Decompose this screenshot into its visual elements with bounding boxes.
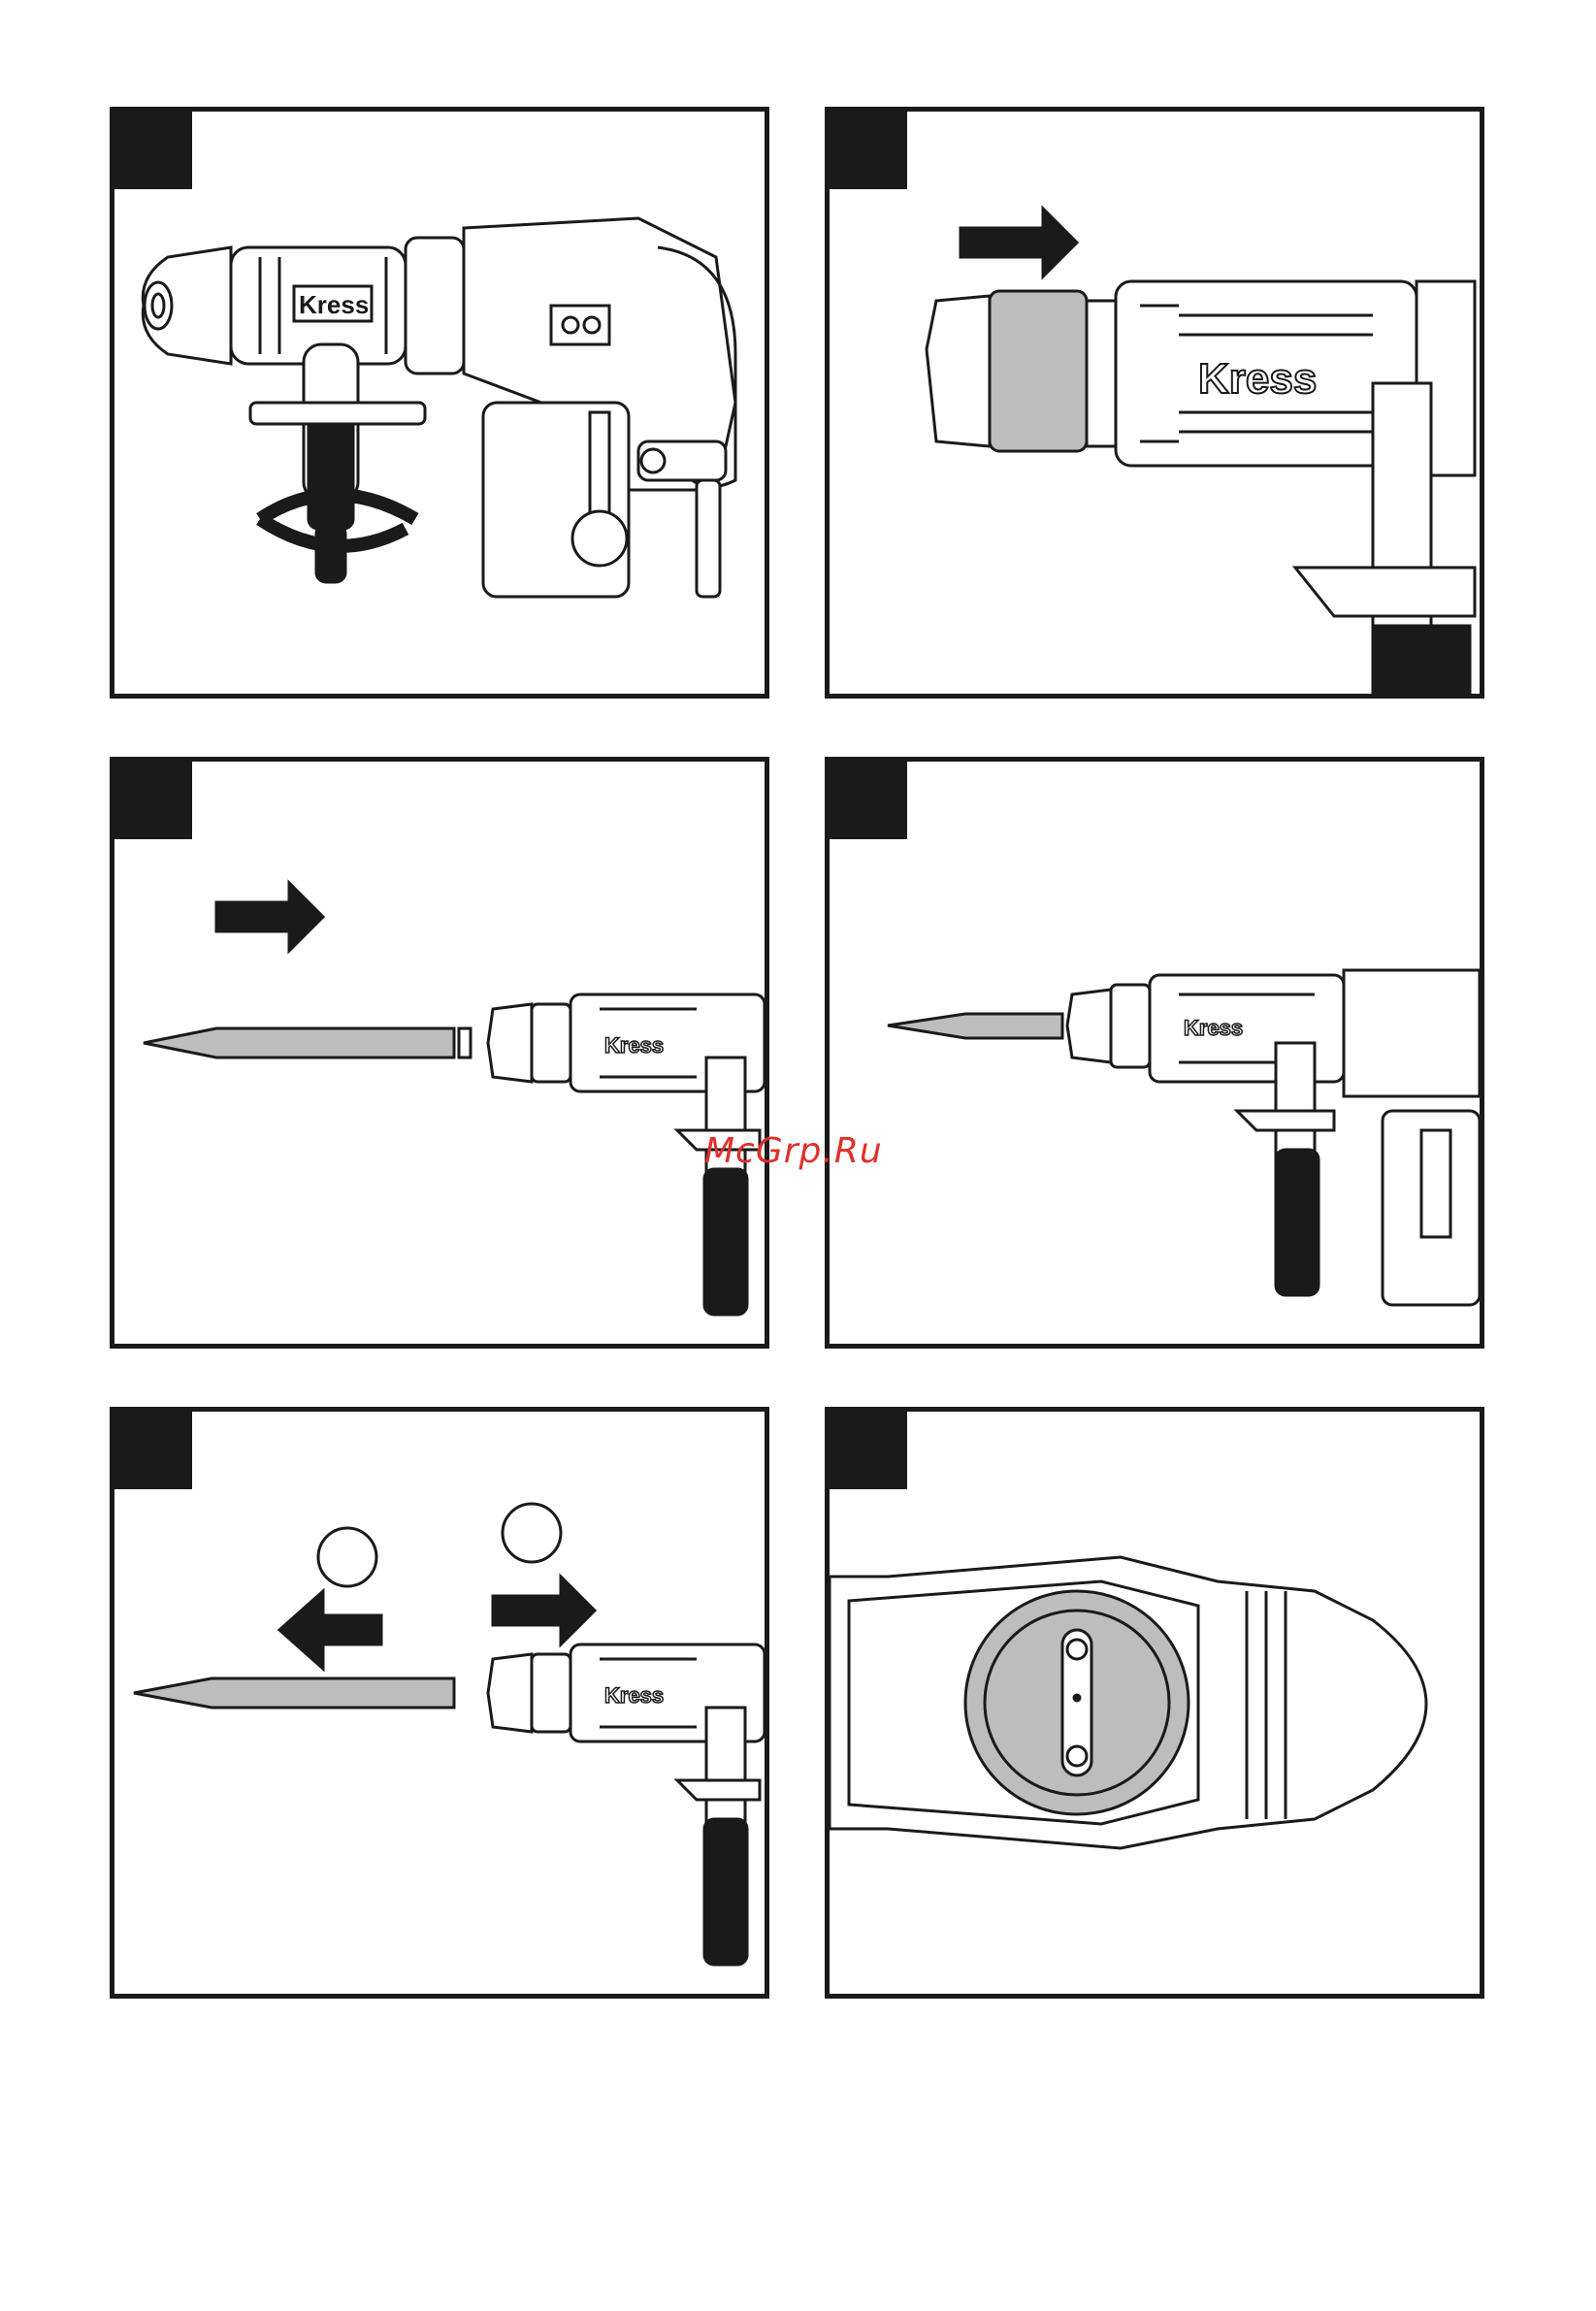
chisel-removal-illustration: Kress	[114, 1412, 765, 1994]
black-square-icon	[830, 762, 907, 839]
black-square-icon	[830, 1412, 907, 1489]
figure-panel-1: Kress	[110, 107, 769, 699]
figure-panel-5: Kress	[110, 1407, 769, 1999]
brand-label: Kress	[299, 290, 369, 319]
brand-label: Kress	[1198, 355, 1317, 403]
top-view-cap-illustration	[830, 1412, 1480, 1994]
figure-panel-6	[825, 1407, 1484, 1999]
black-square-icon	[114, 112, 192, 189]
insert-chisel-arrow-illustration: Kress	[830, 112, 1480, 694]
black-square-icon	[830, 112, 907, 189]
brand-label: Kress	[604, 1033, 664, 1058]
figure-panel-3: Kress	[110, 757, 769, 1349]
brand-label: Kress	[1184, 1016, 1243, 1040]
hammer-with-handle-rotation-illustration: Kress	[114, 112, 765, 694]
chisel-inserted-illustration: Kress	[830, 762, 1480, 1344]
watermark-text: McGrp.Ru	[704, 1131, 883, 1171]
figure-panel-2: Kress	[825, 107, 1484, 699]
chisel-approach-illustration: Kress	[114, 762, 765, 1344]
brand-label: Kress	[604, 1683, 664, 1708]
black-square-icon	[114, 1412, 192, 1489]
figure-panel-4: Kress	[825, 757, 1484, 1349]
black-square-icon	[114, 762, 192, 839]
